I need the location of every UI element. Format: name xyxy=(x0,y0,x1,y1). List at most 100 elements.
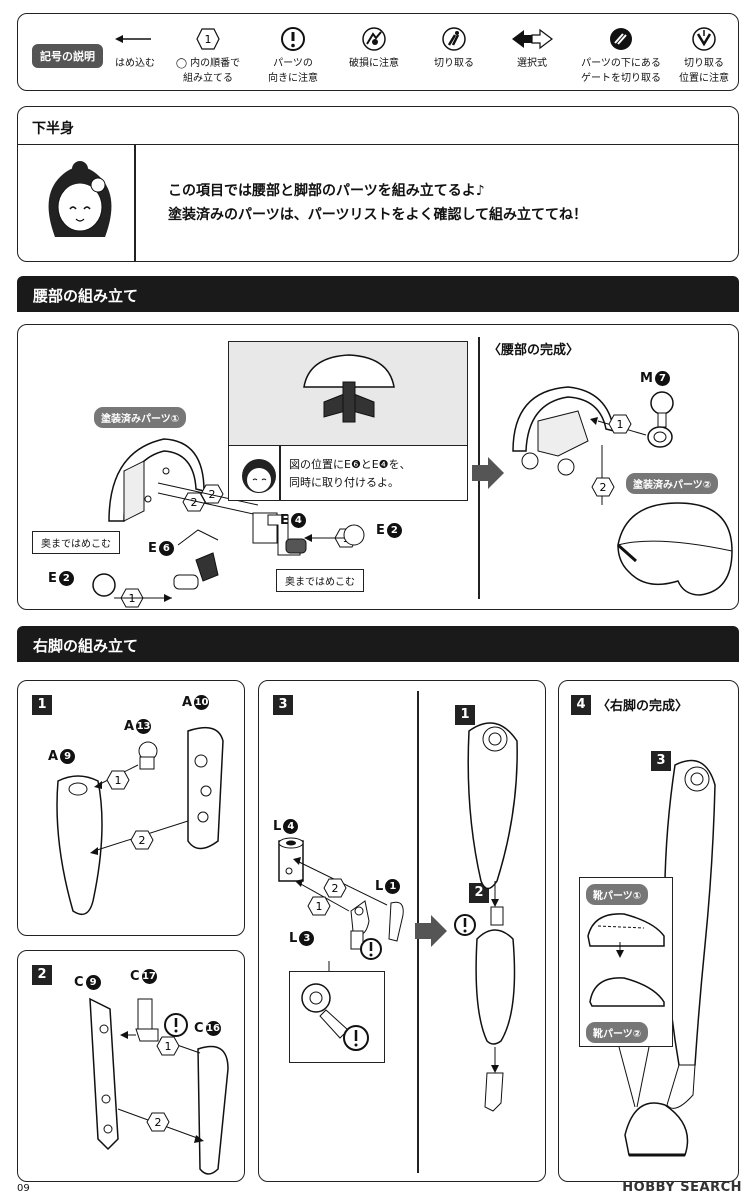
waist-part-illustration xyxy=(108,438,205,522)
svg-text:1: 1 xyxy=(617,418,624,431)
svg-text:1: 1 xyxy=(115,774,122,787)
leg-step-1-illustration: 1 2 xyxy=(56,726,224,916)
step-marker: 2 xyxy=(182,492,206,512)
legend-gate-text2: ゲートを切り取る xyxy=(581,73,661,84)
step-number: 1 xyxy=(32,695,52,715)
svg-text:1: 1 xyxy=(316,900,323,913)
divider xyxy=(134,145,136,261)
joint-e4 xyxy=(267,514,365,556)
legend-selectable-text: 選択式 xyxy=(517,58,547,69)
legend-fit: はめ込む xyxy=(110,22,160,71)
legend-cut-position-text2: 位置に注意 xyxy=(679,73,729,84)
joint-parts xyxy=(92,512,278,597)
legend-selectable: 選択式 xyxy=(504,22,560,71)
svg-text:2: 2 xyxy=(600,481,607,494)
legend-order: 1 ◯ 内の順番で 組み立てる xyxy=(170,22,246,86)
legend-cut: 切り取る xyxy=(424,22,484,71)
legend-order-text2: 組み立てる xyxy=(183,73,233,84)
note-box: 図の位置にE❻とE❹を、 同時に取り付けるよ。 xyxy=(228,341,468,501)
legend-cut-position: 切り取る 位置に注意 xyxy=(674,22,734,86)
svg-text:2: 2 xyxy=(191,496,198,509)
note-line1: 図の位置にE❻とE❹を、 xyxy=(289,458,411,471)
leg-complete-illustration xyxy=(624,759,716,1157)
svg-text:1: 1 xyxy=(165,1040,172,1053)
legend-direction-text1: パーツの xyxy=(273,58,313,69)
detail-zoom-box xyxy=(289,971,385,1063)
character-small-avatar xyxy=(242,459,276,493)
step-number: 3 xyxy=(273,695,293,715)
shoe-pointer-lines xyxy=(618,1046,650,1108)
leg-step-4-panel: 4 〈右脚の完成〉 3 靴パーツ① 靴パーツ② xyxy=(558,680,739,1182)
legend-order-text1: ◯ 内の順番で xyxy=(175,58,241,69)
step-marker: 2 xyxy=(323,878,347,898)
waist-complete-title: 〈腰部の完成〉 xyxy=(488,343,580,358)
character-avatar xyxy=(48,161,112,237)
step-marker: 2 xyxy=(130,830,154,850)
sub-step-3: 3 xyxy=(651,751,671,771)
next-step-arrow-icon xyxy=(415,915,447,947)
shoe-part-2-tag: 靴パーツ② xyxy=(586,1022,649,1043)
legend-cut-position-text1: 切り取る xyxy=(684,58,724,69)
push-in-label-2: 奥まではめこむ xyxy=(276,569,364,592)
right-leg-section-header: 右脚の組み立て xyxy=(17,626,739,662)
legend-breakage: 破損に注意 xyxy=(344,22,404,71)
cut-position-icon xyxy=(692,27,716,51)
step-marker: 2 xyxy=(146,1112,170,1132)
step-marker: 1 xyxy=(106,770,130,790)
step-marker: 1 xyxy=(608,414,632,434)
legend-breakage-text: 破損に注意 xyxy=(349,58,399,69)
push-in-label-1: 奥まではめこむ xyxy=(32,531,120,554)
description-line2: 塗装済みのパーツは、パーツリストをよく確認して組み立ててね！ xyxy=(168,207,588,223)
legend-cut-text: 切り取る xyxy=(434,58,474,69)
breakage-icon xyxy=(362,27,386,51)
step-marker-2: 2 xyxy=(591,477,615,497)
sub-step-1: 1 xyxy=(455,705,475,725)
step-number: 4 xyxy=(571,695,591,715)
legend-label: 記号の説明 xyxy=(32,44,103,68)
legend-direction: パーツの 向きに注意 xyxy=(260,22,326,86)
painted-parts-1-tag: 塗装済みパーツ① xyxy=(94,407,187,428)
leg-step-2-illustration: 1 2 xyxy=(89,997,229,1175)
svg-text:2: 2 xyxy=(332,882,339,895)
note-line2: 同時に取り付けるよ。 xyxy=(289,476,399,489)
note-text: 図の位置にE❻とE❹を、 同時に取り付けるよ。 xyxy=(289,456,411,492)
double-arrow-icon xyxy=(512,28,553,50)
shoe-part-1-tag: 靴パーツ① xyxy=(586,884,649,905)
waist-joint-illustration xyxy=(303,354,395,423)
svg-text:2: 2 xyxy=(139,834,146,847)
next-step-arrow-icon xyxy=(472,457,504,489)
lower-body-title: 下半身 xyxy=(18,107,738,145)
shoe-parts-illustration xyxy=(587,913,665,1007)
waist-panel: 塗装済みパーツ① 2 2 1 1 E2 E6 E4 E2 奥まではめこむ 奥まで… xyxy=(17,324,739,610)
sub-step-2: 2 xyxy=(469,883,489,903)
hexagon-step-icon: 1 xyxy=(196,28,220,50)
step-marker: 1 xyxy=(156,1036,180,1056)
lower-body-description: この項目では腰部と脚部のパーツを組み立てるよ♪ 塗装済みのパーツは、パーツリスト… xyxy=(168,179,587,227)
shoe-parts-box: 靴パーツ① 靴パーツ② xyxy=(579,877,673,1047)
leg-step-3-illustration: 2 1 xyxy=(278,837,404,981)
step-marker: 1 xyxy=(307,896,331,916)
gate-cut-icon xyxy=(610,28,632,50)
lower-body-intro: 下半身 この項目では腰部と脚部のパーツを組み立てるよ♪ 塗装済みのパーツは、パー… xyxy=(17,106,739,262)
legend-gate-text1: パーツの下にある xyxy=(581,58,661,69)
page-number: 09 xyxy=(17,1183,30,1194)
leg-step-3-assembly xyxy=(454,722,518,1112)
ball-joint-m7 xyxy=(647,391,674,448)
svg-text:2: 2 xyxy=(155,1116,162,1129)
legend-gate: パーツの下にある ゲートを切り取る xyxy=(576,22,666,86)
step-marker: 2 xyxy=(200,484,224,504)
skirt-part-illustration xyxy=(617,502,733,596)
ring-part-detail xyxy=(301,983,369,1051)
